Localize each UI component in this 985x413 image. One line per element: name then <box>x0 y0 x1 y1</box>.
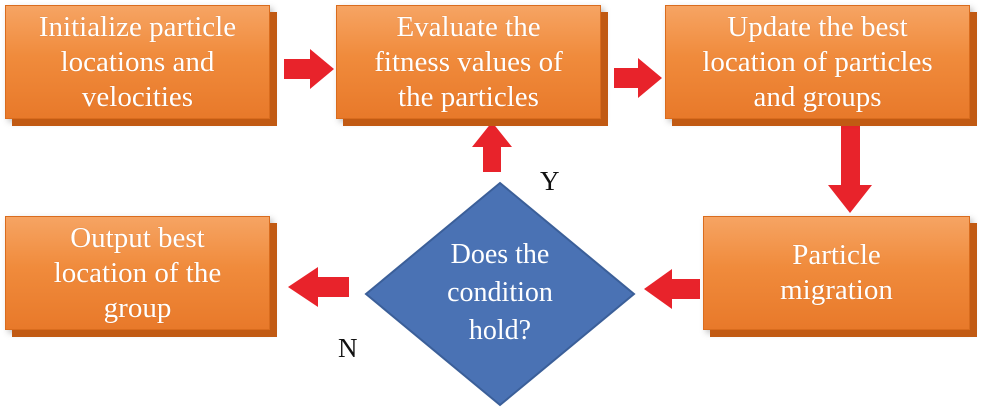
edge-label-yes: Y <box>540 166 560 196</box>
node-update-label: Update the best location of particles an… <box>702 10 933 113</box>
arrow-migration-to-condition <box>644 269 700 309</box>
node-output: Output best location of the group <box>5 216 270 330</box>
node-update: Update the best location of particles an… <box>665 5 970 119</box>
arrow-update-to-migration <box>828 126 872 213</box>
node-evaluate-label: Evaluate the fitness values of the parti… <box>374 10 563 113</box>
arrow-init-to-evaluate <box>284 49 334 89</box>
node-migration: Particle migration <box>703 216 970 330</box>
arrow-condition-to-output <box>288 267 349 307</box>
node-initialize: Initialize particle locations and veloci… <box>5 5 270 119</box>
decision-label: Does the condition hold? <box>447 239 553 346</box>
node-evaluate: Evaluate the fitness values of the parti… <box>336 5 601 119</box>
edge-label-no: N <box>338 333 358 363</box>
arrow-evaluate-to-update <box>614 58 662 98</box>
arrow-condition-to-evaluate <box>472 122 512 172</box>
node-output-label: Output best location of the group <box>53 221 222 324</box>
node-initialize-label: Initialize particle locations and veloci… <box>38 10 237 113</box>
node-migration-label: Particle migration <box>780 239 893 306</box>
decision-diamond <box>364 181 636 407</box>
